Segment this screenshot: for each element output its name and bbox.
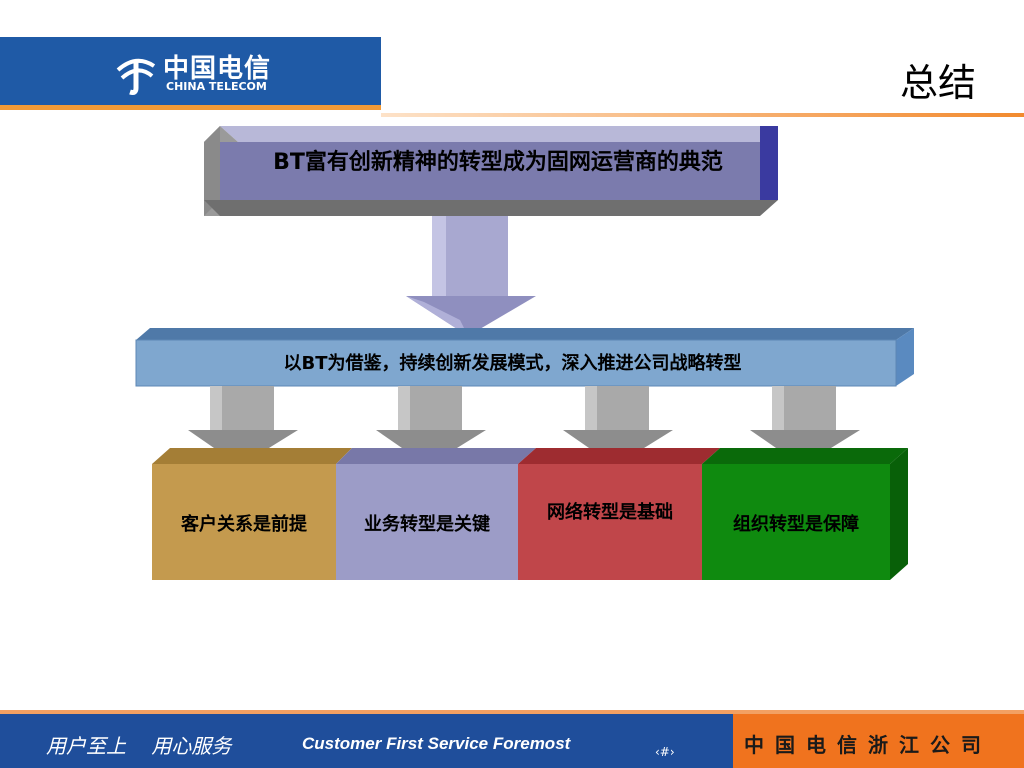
footer-left-band: [0, 714, 733, 768]
footer-slogan-en: Customer First Service Foremost: [302, 734, 571, 753]
logo-text-en: CHINA TELECOM: [166, 80, 267, 93]
top-box-shape: [204, 126, 778, 216]
box-network-shape: [518, 448, 720, 580]
box-business-text: 业务转型是关键: [364, 514, 490, 535]
box-network-text: 网络转型是基础: [547, 502, 673, 523]
china-telecom-logo-icon: [116, 58, 156, 95]
main-arrow-shape: [406, 216, 536, 336]
footer-right-band: [733, 714, 1024, 768]
box-organization-text: 组织转型是保障: [733, 514, 859, 535]
page-title: 总结: [899, 61, 976, 105]
box-business-shape: [336, 448, 536, 580]
box-organization-shape: [702, 448, 908, 580]
header-rule: [381, 113, 1024, 117]
logo-text-cn: 中国电信: [163, 54, 272, 84]
logo-band-accent: [0, 105, 381, 110]
footer-rule: [0, 710, 1024, 714]
footer-company: 中国电信浙江公司: [744, 733, 992, 757]
footer-slogan-cn: 用户至上 用心服务: [46, 734, 232, 758]
middle-bar-shape: [135, 328, 914, 387]
box-customer-text: 客户关系是前提: [181, 514, 307, 535]
middle-bar-text: 以BT为借鉴，持续创新发展模式，深入推进公司战略转型: [283, 353, 742, 374]
top-box-text: BT富有创新精神的转型成为固网运营商的典范: [273, 150, 723, 175]
logo-band: [0, 37, 381, 109]
box-customer-shape: [152, 448, 352, 580]
page-number: ‹#›: [655, 745, 675, 759]
